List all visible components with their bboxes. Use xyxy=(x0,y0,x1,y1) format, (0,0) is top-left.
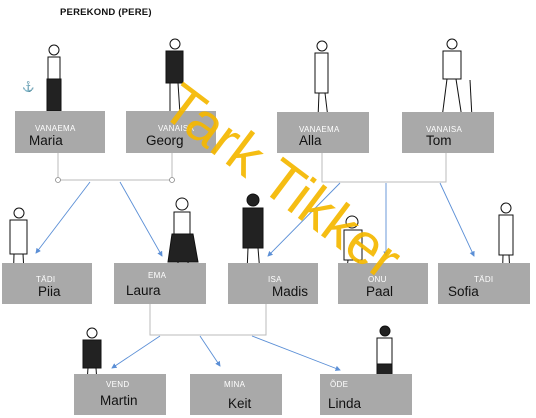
role-label: VANAEMA xyxy=(35,124,76,133)
role-label: TÄDI xyxy=(474,275,494,284)
person-figure-paal-icon xyxy=(343,215,363,299)
person-figure-georg-icon xyxy=(165,38,184,115)
person-box-keit: MINA Keit xyxy=(190,374,282,415)
person-name: Keit xyxy=(228,396,252,411)
role-label: VANAISA xyxy=(426,125,463,134)
role-label: ONU xyxy=(368,275,387,284)
role-label: MINA xyxy=(224,380,246,389)
person-figure-alla-icon xyxy=(314,40,329,119)
grandparents-right-connector xyxy=(321,152,447,183)
arrow-to-sofia xyxy=(439,182,475,257)
person-name: Maria xyxy=(29,133,63,148)
person-box-linda: ÕDE Linda xyxy=(320,374,412,415)
person-box-piia: TÄDI Piia xyxy=(2,263,92,304)
connector-node xyxy=(169,177,175,183)
diagram-title: PEREKOND (PERE) xyxy=(60,7,152,18)
person-name: Piia xyxy=(38,284,61,299)
arrow-to-keit xyxy=(199,335,221,367)
anchor-icon: ⚓ xyxy=(22,82,35,93)
person-box-tom: VANAISA Tom xyxy=(402,112,494,153)
person-box-paal: ONU Paal xyxy=(338,263,428,304)
role-label: ÕDE xyxy=(330,380,349,389)
person-name: Madis xyxy=(272,284,309,299)
person-box-maria: VANAEMA Maria xyxy=(15,111,105,153)
person-box-martin: VEND Martin xyxy=(74,374,166,415)
person-figure-tom-icon xyxy=(441,38,473,119)
role-label: EMA xyxy=(148,271,167,280)
person-name: Alla xyxy=(299,133,322,148)
person-box-sofia: TÄDI Sofia xyxy=(438,263,530,304)
parents-connector xyxy=(149,304,267,336)
arrow-to-martin xyxy=(111,335,161,369)
person-box-georg: VANAISA Georg xyxy=(126,111,216,153)
person-box-madis: ISA Madis xyxy=(228,263,318,304)
person-figure-sofia-icon xyxy=(498,202,514,293)
grandparents-left-connector xyxy=(57,152,173,181)
connector-node xyxy=(55,177,61,183)
role-label: TÄDI xyxy=(36,275,56,284)
person-name: Laura xyxy=(126,283,161,298)
role-label: VANAISA xyxy=(158,124,195,133)
person-name: Georg xyxy=(146,133,184,148)
person-name: Paal xyxy=(366,284,394,299)
person-name: Linda xyxy=(328,396,362,411)
role-label: VANAEMA xyxy=(299,125,340,134)
arrow-to-piia xyxy=(35,181,91,254)
person-figure-maria-icon xyxy=(46,44,62,112)
arrow-to-madis xyxy=(267,182,341,257)
person-figure-martin-icon xyxy=(82,327,102,397)
person-name: Sofia xyxy=(448,284,479,299)
arrow-to-laura xyxy=(119,181,163,257)
person-name: Martin xyxy=(100,393,138,408)
person-name: Tom xyxy=(426,133,452,148)
person-box-alla: VANAEMA Alla xyxy=(277,112,369,153)
role-label: ISA xyxy=(268,275,282,284)
person-box-laura: EMA Laura xyxy=(114,263,206,304)
arrow-to-linda xyxy=(251,335,341,371)
role-label: VEND xyxy=(106,380,130,389)
